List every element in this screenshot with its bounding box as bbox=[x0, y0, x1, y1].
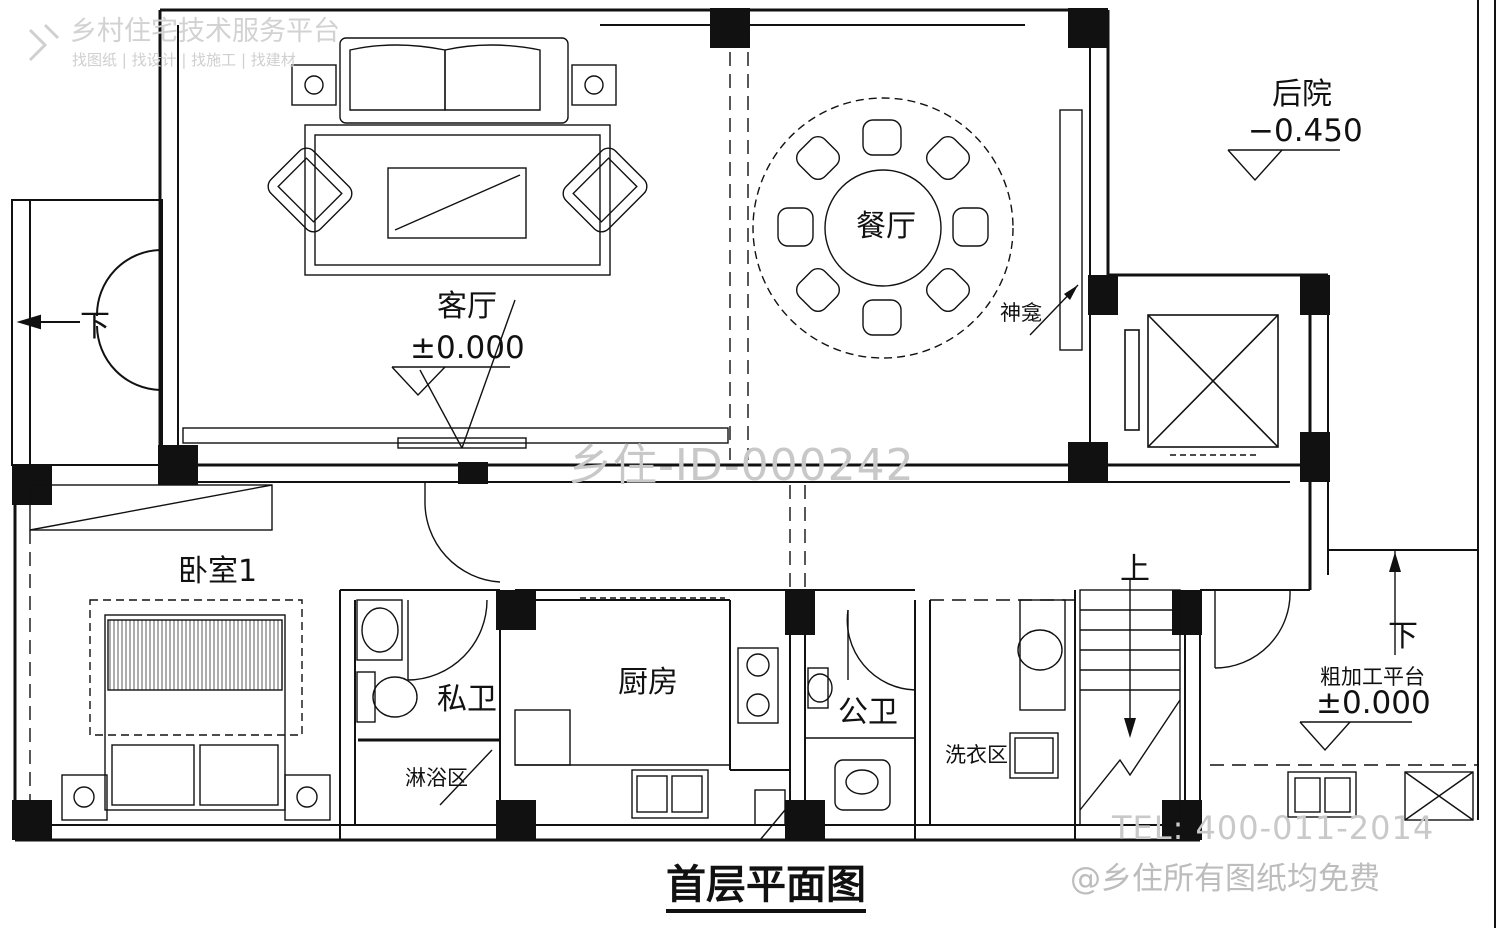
drawing-title: 首层平面图 bbox=[666, 865, 866, 913]
backyard-level: −0.450 bbox=[1248, 113, 1363, 149]
zone-dashes bbox=[29, 30, 1478, 820]
kitchen-label: 厨房 bbox=[618, 665, 678, 700]
watermark-brand: 乡村住宅技术服务平台 bbox=[70, 16, 340, 47]
elevator-shaft bbox=[1124, 314, 1279, 456]
left-porch bbox=[11, 199, 163, 466]
shower-area-label: 淋浴区 bbox=[405, 766, 468, 790]
prep-platform-label: 粗加工平台 bbox=[1320, 665, 1425, 689]
dining-room-label: 餐厅 bbox=[856, 209, 916, 244]
stair-up-label: 上 bbox=[1120, 552, 1150, 587]
watermark-free-note: @乡住所有图纸均免费 bbox=[1070, 861, 1380, 897]
kitchen-fixtures bbox=[424, 482, 786, 841]
living-level-mark bbox=[391, 299, 516, 449]
bedroom1-label: 卧室1 bbox=[178, 554, 258, 589]
sofa-set bbox=[182, 37, 729, 449]
watermark-tel: TEL: 400-011-2014 bbox=[1112, 809, 1435, 847]
watermark-logo-icon bbox=[28, 23, 60, 62]
backyard-label: 后院 bbox=[1272, 77, 1332, 112]
living-room-label: 客厅 bbox=[437, 289, 497, 324]
private-bath-label: 私卫 bbox=[437, 682, 497, 717]
laundry-area-label: 洗衣区 bbox=[945, 743, 1008, 767]
living-room-level: ±0.000 bbox=[410, 330, 525, 366]
dining-table bbox=[752, 97, 1083, 359]
public-bath-fixtures bbox=[805, 609, 916, 811]
porch-down-label: 下 bbox=[80, 309, 110, 344]
columns bbox=[12, 8, 1330, 840]
laundry-fixtures bbox=[1009, 599, 1066, 779]
watermark-id: 乡住-ID-000242 bbox=[568, 440, 915, 491]
shrine-label: 神龛 bbox=[1000, 301, 1042, 325]
staircase bbox=[1079, 580, 1181, 826]
backyard-level-mark bbox=[1227, 149, 1340, 182]
prep-platform-level: ±0.000 bbox=[1316, 685, 1431, 721]
bedroom-furniture bbox=[29, 484, 331, 821]
watermark-tagline: 找图纸 | 找设计 | 找施工 | 找建材 bbox=[72, 51, 296, 69]
platform-down-label: 下 bbox=[1388, 619, 1418, 654]
private-bath-fixtures bbox=[356, 599, 500, 806]
prep-platform-fixtures bbox=[1214, 550, 1474, 821]
public-bath-label: 公卫 bbox=[838, 695, 898, 730]
